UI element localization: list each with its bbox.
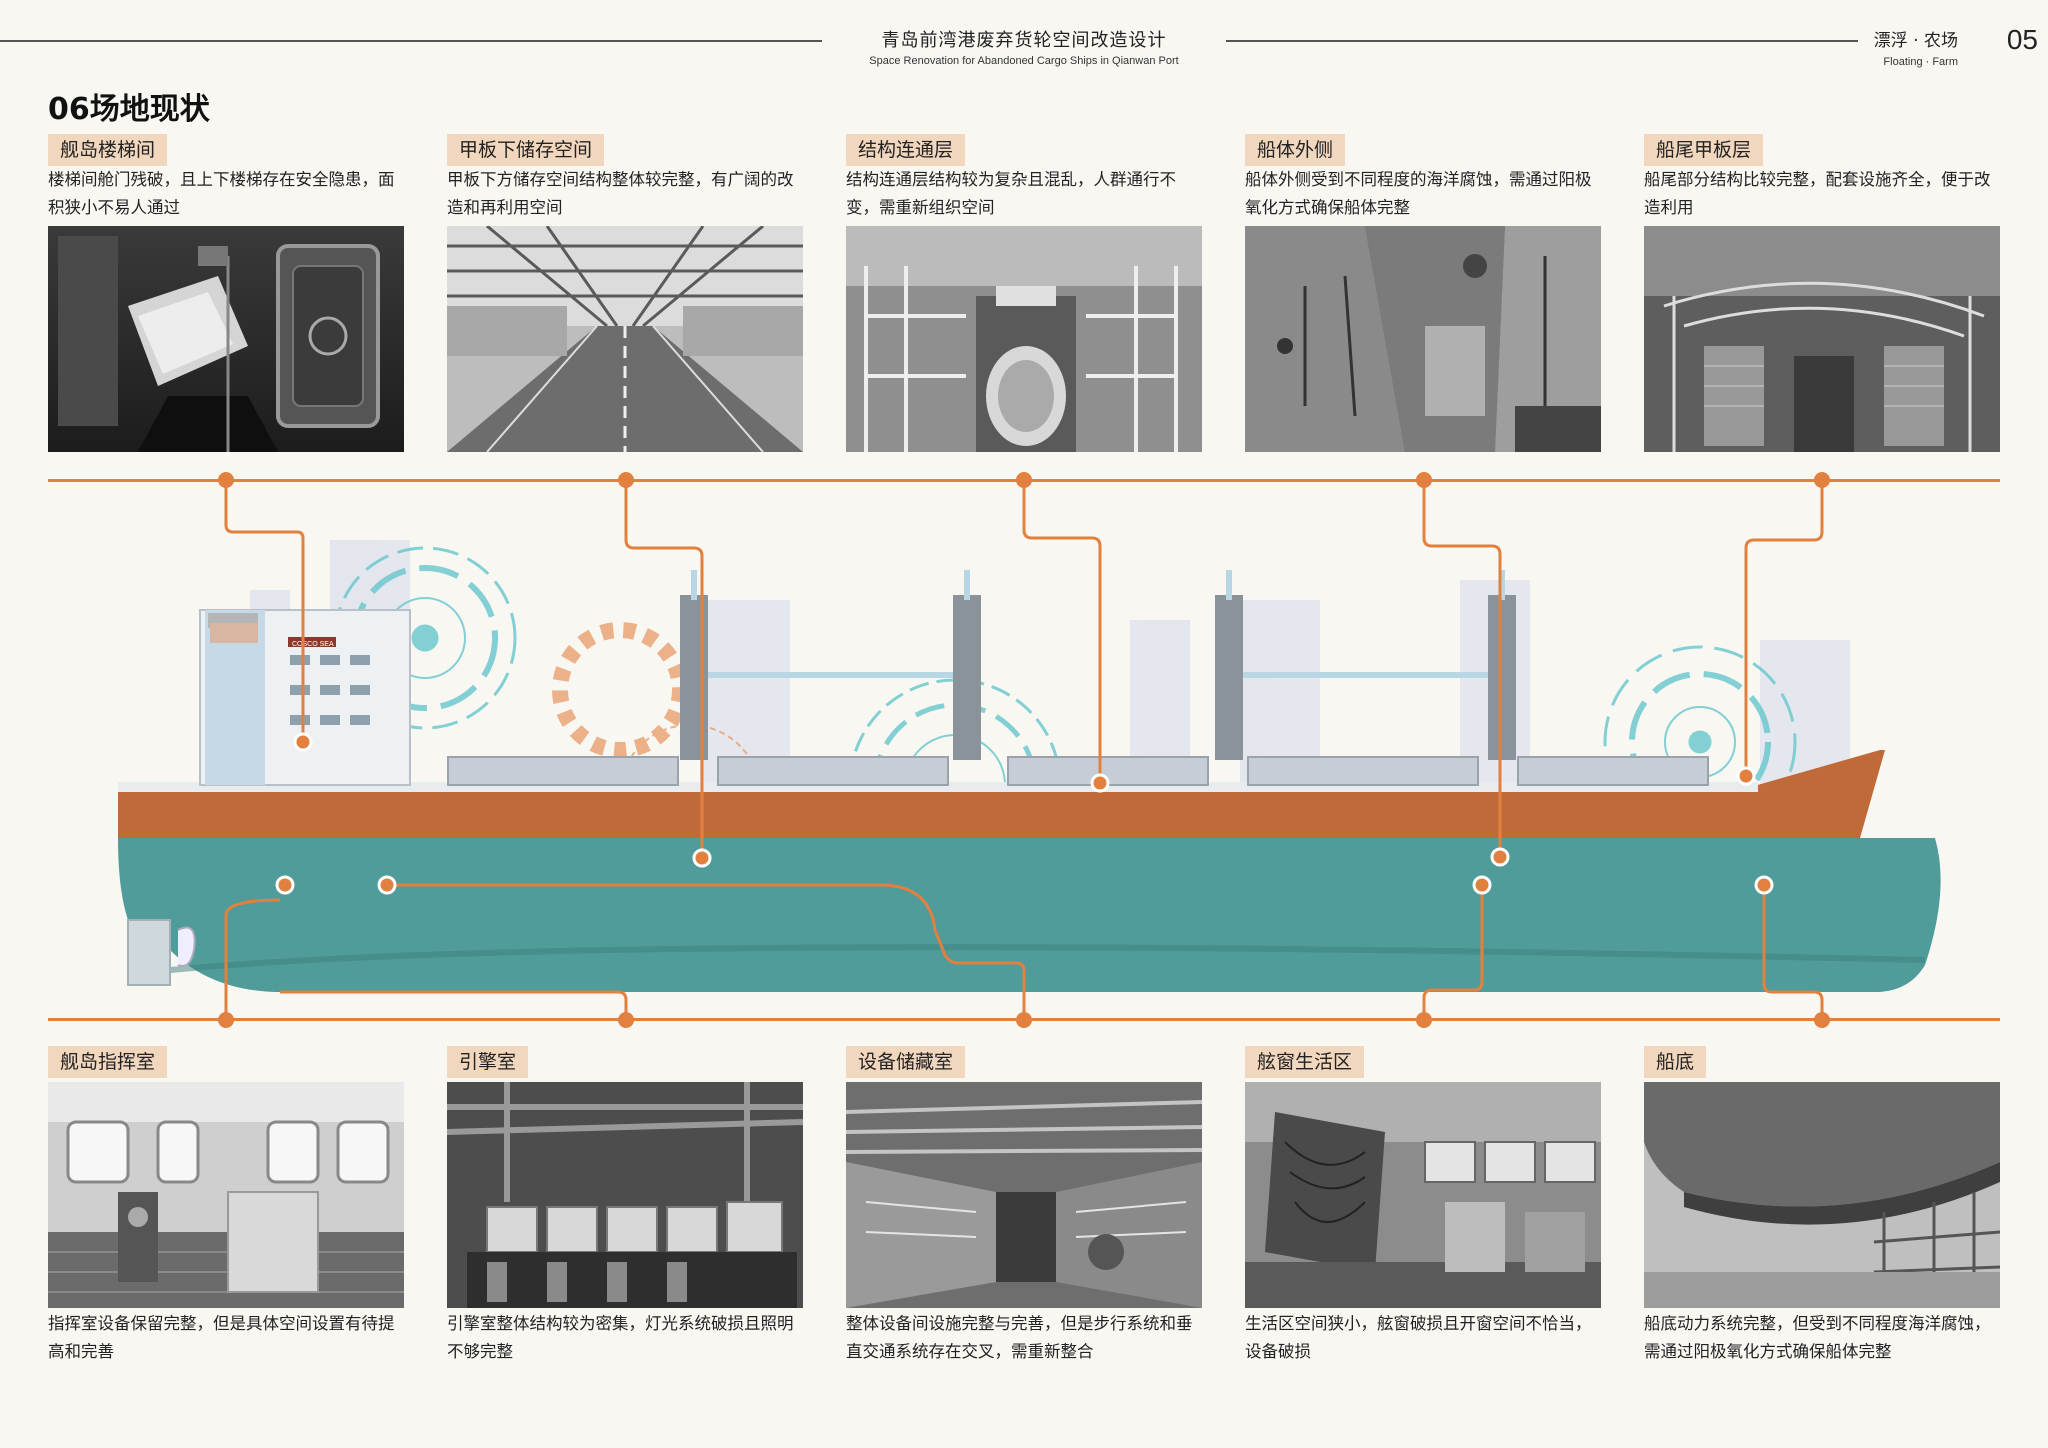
card-desc: 指挥室设备保留完整，但是具体空间设置有待提高和完善 <box>48 1314 395 1361</box>
superstructure <box>199 609 411 786</box>
ship-diagram: COSCO SEA <box>48 472 2000 1028</box>
card-tag: 船底 <box>1644 1046 1707 1078</box>
card-tag: 舰岛楼梯间 <box>48 134 168 166</box>
card-desc: 整体设备间设施完整与完善，但是步行系统和垂直交通系统存在交叉，需重新整合 <box>846 1314 1193 1361</box>
card-living: 舷窗生活区 生活区空间狭小，舷窗破损且开窗空间不恰当，设备破损 <box>1245 1046 1601 1396</box>
stairwell-photo <box>48 226 404 452</box>
bridge-photo <box>48 1082 404 1308</box>
connector-photo <box>846 226 1202 452</box>
card-desc: 甲板下方储存空间结构整体较完整，有广阔的改造和再利用空间 <box>447 170 794 217</box>
card-desc: 船体外侧受到不同程度的海洋腐蚀，需通过阳极氧化方式确保船体完整 <box>1245 170 1592 217</box>
page-title: 06场地现状 <box>48 92 210 127</box>
leader-lines <box>224 480 1824 1020</box>
card-bridge: 舰岛指挥室 指挥室设备保留完整，但是具体空间设置有待提高和完善 <box>48 1046 404 1396</box>
card-tag: 船体外侧 <box>1245 134 1346 166</box>
card-desc: 楼梯间舱门残破，且上下楼梯存在安全隐患，面积狭小不易人通过 <box>48 170 395 217</box>
hull-photo <box>1245 226 1601 452</box>
section-label: 漂浮 · 农场 Floating · Farm <box>1874 26 1958 68</box>
card-tag: 甲板下储存空间 <box>447 134 605 166</box>
living-photo <box>1245 1082 1601 1308</box>
stern-photo <box>1644 226 2000 452</box>
page-number: 05 <box>2006 24 2038 55</box>
card-tag: 舰岛指挥室 <box>48 1046 168 1078</box>
rudder-propeller <box>127 919 171 986</box>
main-deck <box>118 782 1758 792</box>
card-tag: 舷窗生活区 <box>1245 1046 1365 1078</box>
section-label-cn: 漂浮 · 农场 <box>1873 31 1958 51</box>
storage-photo <box>447 226 803 452</box>
crane-booms <box>691 570 1505 678</box>
card-desc: 船尾部分结构比较完整，配套设施齐全，便于改造利用 <box>1644 170 1991 217</box>
section-label-en: Floating · Farm <box>1883 56 1958 68</box>
header-rule-left <box>0 40 822 42</box>
hatch-covers <box>447 756 1709 786</box>
card-desc: 生活区空间狭小，舷窗破损且开窗空间不恰当，设备破损 <box>1245 1314 1592 1361</box>
header-rule-right <box>1226 40 1858 42</box>
card-tag: 设备储藏室 <box>846 1046 966 1078</box>
propeller-icon <box>177 926 196 967</box>
card-bottom: 船底 船底动力系统完整，但受到不同程度海洋腐蚀，需通过阳极氧化方式确保船体完整 <box>1644 1046 2000 1396</box>
ship-hotspots <box>275 732 1774 895</box>
header-title: 青岛前湾港废弃货轮空间改造设计 <box>881 30 1167 51</box>
header-center: 青岛前湾港废弃货轮空间改造设计 Space Renovation for Aba… <box>0 26 2048 67</box>
hull-upper <box>118 750 1885 838</box>
ship-label: COSCO SEA <box>292 641 334 648</box>
header-subtitle: Space Renovation for Abandoned Cargo Shi… <box>869 55 1179 67</box>
card-desc: 结构连通层结构较为复杂且混乱，人群通行不变，需重新组织空间 <box>846 170 1176 217</box>
card-tag: 结构连通层 <box>846 134 966 166</box>
card-desc: 引擎室整体结构较为密集，灯光系统破损且照明不够完整 <box>447 1314 794 1361</box>
hull-waterline <box>169 944 1926 973</box>
equipment-photo <box>846 1082 1202 1308</box>
engine-photo <box>447 1082 803 1308</box>
hull-lower <box>118 838 1941 992</box>
bottom-photo <box>1644 1082 2000 1308</box>
card-engine: 引擎室 引擎室整体结构较为密集，灯光系统破损且照明不够完整 <box>447 1046 803 1396</box>
card-equipment: 设备储藏室 整体设备间设施完整与完善，但是步行系统和垂直交通系统存在交叉，需重新… <box>846 1046 1202 1396</box>
card-tag: 船尾甲板层 <box>1644 134 1764 166</box>
card-tag: 引擎室 <box>447 1046 529 1078</box>
card-desc: 船底动力系统完整，但受到不同程度海洋腐蚀，需通过阳极氧化方式确保船体完整 <box>1644 1314 1991 1361</box>
rail-nodes <box>218 472 1830 1028</box>
